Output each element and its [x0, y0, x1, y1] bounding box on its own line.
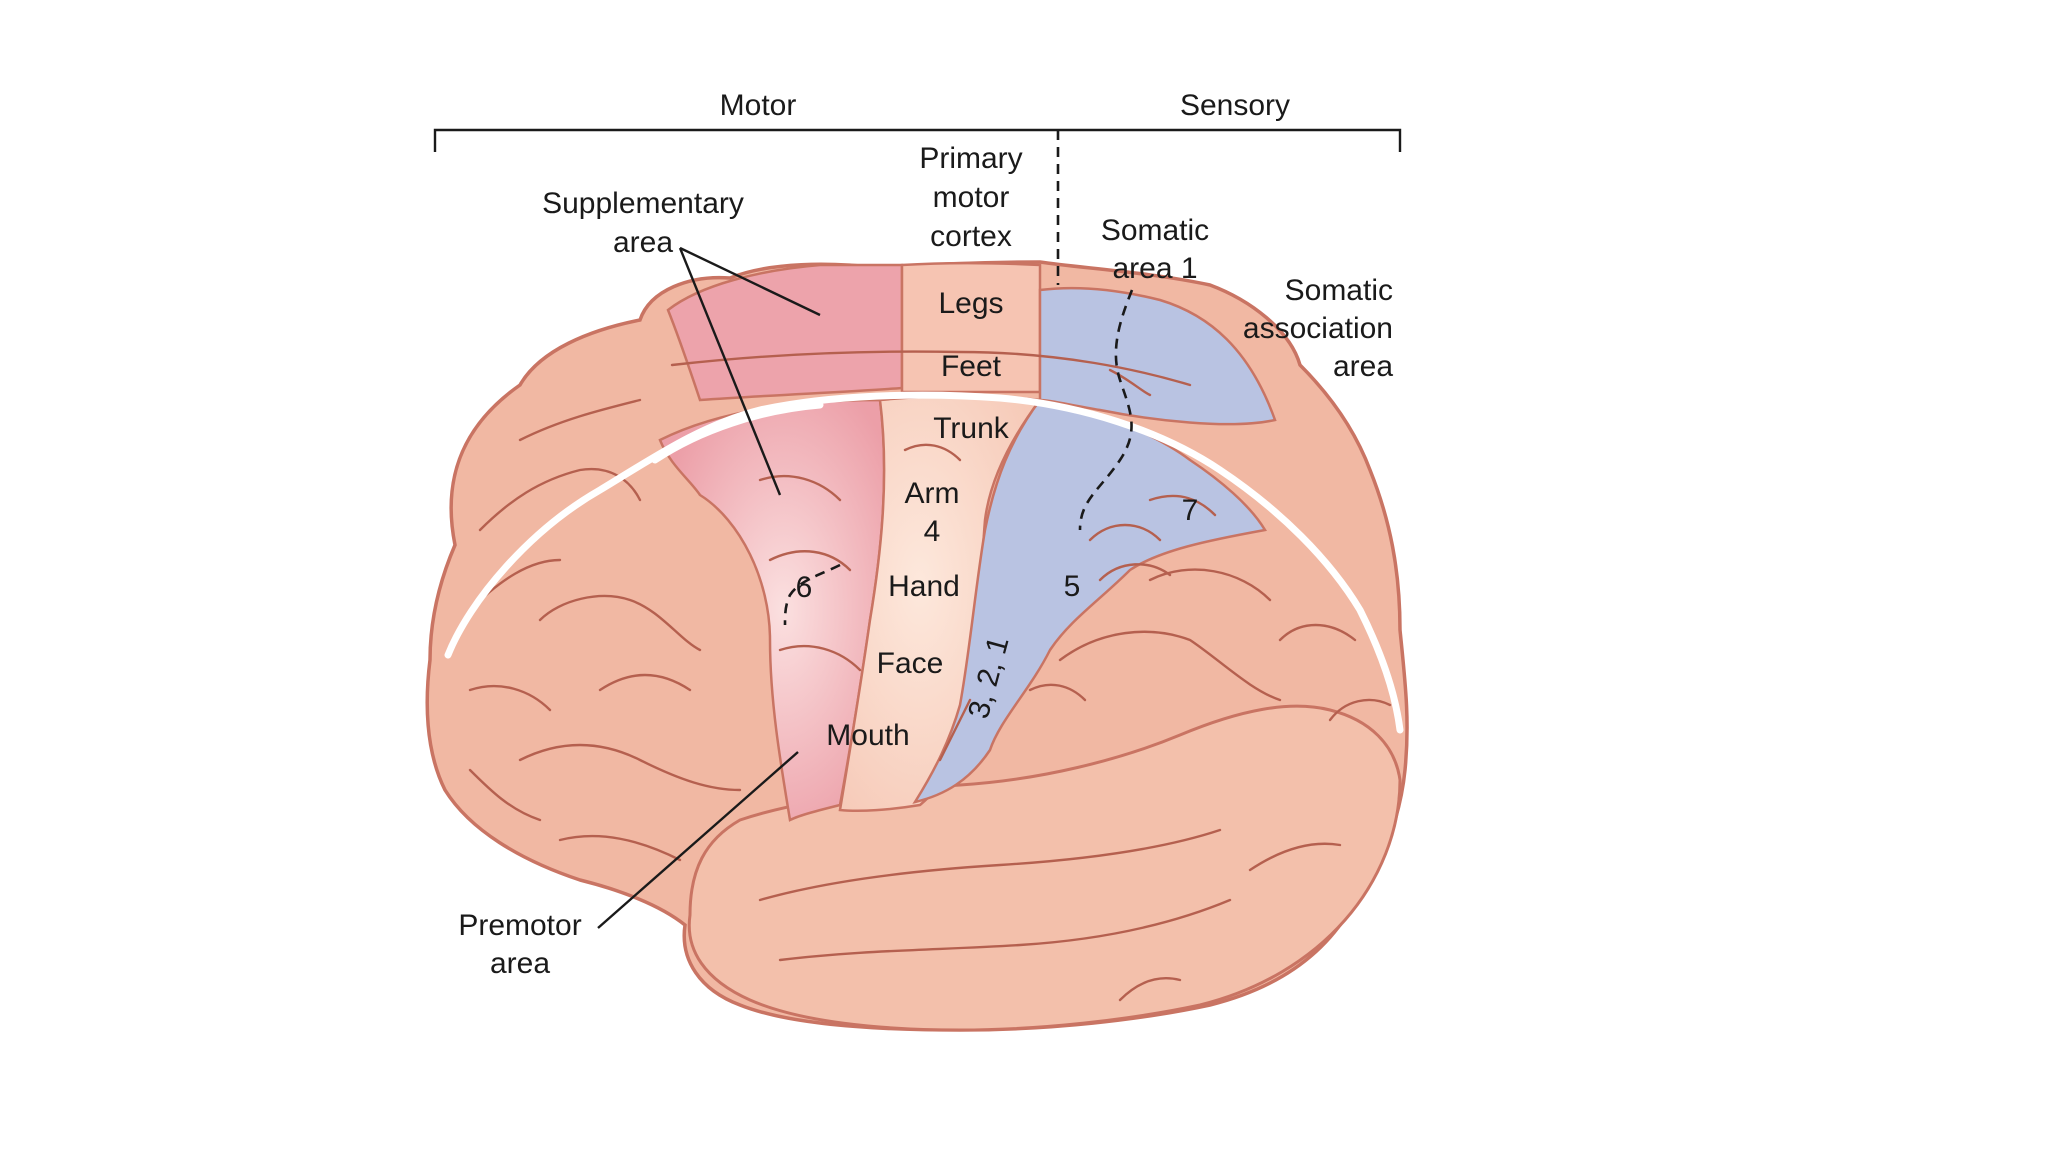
somatic-association-line2: association: [1243, 312, 1393, 345]
sulcus: [558, 834, 682, 862]
sulcus: [1118, 977, 1182, 1002]
sulcus: [468, 768, 542, 822]
sulcus: [758, 474, 842, 502]
sulcus: [1328, 698, 1392, 722]
premotor-leader: [597, 751, 799, 929]
primary-motor-cortex-line1: Primary: [919, 142, 1022, 175]
sulcus: [768, 550, 852, 572]
sulcus: [1028, 683, 1087, 702]
premotor-area-line1: Premotor: [458, 909, 581, 942]
supplementary-area-line1: Supplementary: [542, 187, 744, 220]
hand-label: Hand: [888, 570, 960, 603]
trunk-label: Trunk: [933, 412, 1010, 445]
feet-label: Feet: [941, 350, 1002, 383]
area-4-label: 4: [924, 515, 941, 548]
area-6-label: 6: [796, 571, 813, 604]
sulcus: [1148, 568, 1272, 602]
upper-fissure-gap: [651, 401, 824, 464]
sulcus: [903, 443, 962, 462]
motor-heading: Motor: [720, 89, 797, 122]
longitudinal-fissure-gap: [444, 391, 1404, 734]
somatic-area-1-line1: Somatic: [1101, 214, 1209, 247]
temporal-lobe: [687, 704, 1402, 1032]
sensory-boundary-dashed: [1078, 289, 1134, 531]
somatic-association-line3: area: [1333, 350, 1393, 383]
sulcus: [1148, 494, 1217, 517]
arm-label: Arm: [905, 477, 960, 510]
sensory-lateral-strip: [912, 398, 1268, 804]
supplementary-leader: [679, 246, 821, 317]
face-label: Face: [877, 647, 944, 680]
sulcus: [538, 594, 702, 652]
supplementary-leader-2: [678, 247, 782, 496]
motor-sensory-bracket: [433, 128, 1402, 152]
sulcus: [1108, 368, 1152, 397]
somatic-association-line1: Somatic: [1285, 274, 1393, 307]
supplementary-area-line2: area: [613, 226, 673, 259]
mouth-label: Mouth: [826, 719, 909, 752]
sulcus: [598, 673, 692, 692]
sulcus: [778, 644, 862, 672]
primary-motor-cortex-line2: motor: [933, 181, 1010, 214]
sulcus: [1098, 563, 1172, 582]
sulcus: [758, 828, 1222, 902]
area-7-label: 7: [1182, 494, 1199, 527]
primary-motor-cortex-line3: cortex: [930, 220, 1012, 253]
sulcus: [468, 684, 552, 712]
sulcus: [518, 743, 742, 792]
sulcus: [1088, 523, 1162, 542]
premotor-area-line2: area: [490, 947, 550, 980]
sulcus: [938, 698, 972, 762]
area-6-dashed: [783, 563, 841, 626]
sensory-upper-region: [1038, 286, 1277, 426]
sulcus: [670, 350, 1192, 387]
sulcus: [478, 467, 642, 532]
sulcus: [518, 398, 642, 442]
area-5-label: 5: [1064, 570, 1081, 603]
sulcus: [1278, 623, 1357, 642]
sulcus: [1058, 630, 1282, 702]
sensory-heading: Sensory: [1180, 89, 1290, 122]
primary-motor-upper-region: [900, 261, 1042, 394]
legs-label: Legs: [938, 287, 1003, 320]
sulcus: [1248, 842, 1342, 872]
sulcus: [778, 898, 1232, 962]
supplementary-area-region: [666, 263, 904, 402]
somatic-area-1-line2: area 1: [1112, 252, 1197, 285]
